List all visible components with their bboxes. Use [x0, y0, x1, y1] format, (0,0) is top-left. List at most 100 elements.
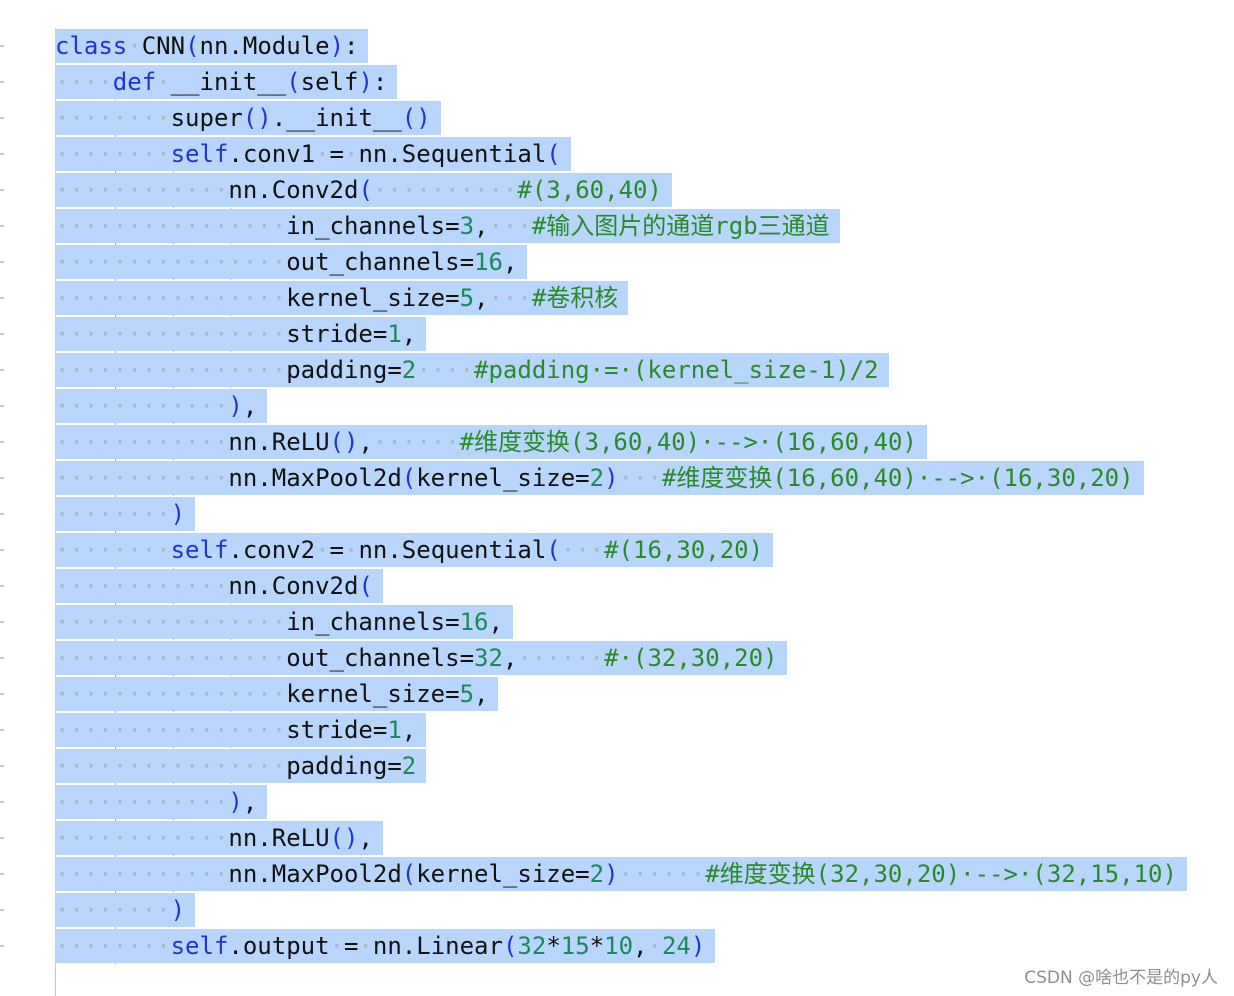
code-token: ) [690, 932, 706, 960]
selection-highlight: ········super().__init__() [55, 101, 441, 135]
code-token: , [401, 716, 417, 744]
indent-whitespace: ············ [55, 428, 229, 456]
selection-highlight: ········self.conv1·=·nn.Sequential( [55, 137, 571, 171]
code-token: ) [228, 392, 243, 420]
code-token: · [344, 140, 359, 168]
code-token: out_channels= [286, 248, 475, 276]
code-line[interactable]: ················stride=1, [55, 712, 427, 748]
indent-whitespace: ················ [55, 284, 287, 312]
code-line[interactable]: ················in_channels=3,···#输入图片的通… [55, 208, 840, 244]
code-line[interactable]: ················padding=2····#padding·=·… [55, 352, 889, 388]
indent-whitespace: ············ [55, 176, 229, 204]
code-token: ······ [618, 860, 706, 888]
code-line[interactable]: ················kernel_size=5, [55, 676, 499, 712]
selection-highlight: ············nn.MaxPool2d(kernel_size=2)·… [55, 857, 1187, 891]
code-line[interactable]: ················out_channels=16, [55, 244, 528, 280]
code-token: 2 [401, 752, 417, 780]
code-line[interactable]: ········self.conv2·=·nn.Sequential(···#(… [55, 532, 774, 568]
code-token: kernel_size= [286, 680, 460, 708]
selection-highlight: ················padding=2····#padding·=·… [55, 353, 889, 387]
code-line[interactable]: ················padding=2 [55, 748, 427, 784]
code-token: 24 [661, 932, 691, 960]
code-token: nn.MaxPool2d [228, 860, 402, 888]
code-token: stride= [286, 716, 388, 744]
code-token: * [546, 932, 561, 960]
code-token: ( [185, 32, 200, 60]
code-token: ) [170, 896, 186, 924]
code-line[interactable]: ········) [55, 892, 196, 928]
code-line[interactable]: ············nn.MaxPool2d(kernel_size=2)·… [55, 460, 1144, 496]
code-line[interactable]: ············), [55, 388, 268, 424]
selection-highlight: ········) [55, 497, 196, 531]
indent-whitespace: ········ [55, 932, 171, 960]
code-line[interactable]: ········self.output·=·nn.Linear(32*15*10… [55, 928, 716, 964]
code-line[interactable]: ············nn.Conv2d(··········#(3,60,4… [55, 172, 672, 208]
code-token: · [647, 932, 662, 960]
code-token: , [633, 932, 648, 960]
code-token: , [401, 320, 417, 348]
code-line[interactable]: ················in_channels=16, [55, 604, 513, 640]
gutter-tick [0, 81, 4, 83]
code-token: 15 [560, 932, 590, 960]
indent-whitespace: ················ [55, 356, 287, 384]
code-line[interactable]: ········self.conv1·=·nn.Sequential( [55, 136, 571, 172]
code-token: ) [329, 32, 345, 60]
code-token: 5 [459, 284, 475, 312]
code-line[interactable]: ········) [55, 496, 196, 532]
code-line[interactable]: ············nn.ReLU(),······#维度变换(3,60,4… [55, 424, 927, 460]
code-line[interactable]: ············), [55, 784, 268, 820]
gutter-tick [0, 945, 4, 947]
code-token: () [329, 428, 359, 456]
code-token: #维度变换(3,60,40)·-->·(16,60,40) [459, 428, 917, 456]
gutter-tick [0, 441, 4, 443]
code-token: #卷积核 [531, 284, 619, 312]
code-token: 5 [459, 680, 475, 708]
code-token: nn.ReLU [228, 428, 330, 456]
code-token: 2 [589, 464, 605, 492]
code-token: ( [502, 932, 518, 960]
code-line[interactable]: ········super().__init__() [55, 100, 441, 136]
code-token: ) [358, 68, 373, 96]
code-token: 2 [589, 860, 605, 888]
code-token: : [372, 68, 388, 96]
selection-highlight: ················stride=1, [55, 317, 427, 351]
gutter-tick [0, 585, 4, 587]
code-token: ) [170, 500, 186, 528]
code-token: nn.MaxPool2d [228, 464, 402, 492]
code-line[interactable]: ············nn.Conv2d( [55, 568, 383, 604]
code-token: 2 [401, 356, 417, 384]
code-line[interactable]: ····def·__init__(self): [55, 64, 398, 100]
indent-whitespace: ················ [55, 248, 287, 276]
code-token: ·········· [372, 176, 518, 204]
gutter-tick [0, 657, 4, 659]
code-line[interactable]: ················out_channels=32,······#·… [55, 640, 788, 676]
gutter-tick [0, 45, 4, 47]
selection-highlight: ················in_channels=3,···#输入图片的通… [55, 209, 840, 243]
selection-highlight: ················out_channels=16, [55, 245, 528, 279]
code-line[interactable]: ················stride=1, [55, 316, 427, 352]
code-token: kernel_size= [416, 860, 590, 888]
code-token: __init__ [170, 68, 287, 96]
code-line[interactable]: ············nn.ReLU(), [55, 820, 383, 856]
selection-highlight: ············nn.ReLU(), [55, 821, 383, 855]
code-token: out_channels= [286, 644, 475, 672]
code-line[interactable]: class·CNN(nn.Module): [55, 28, 369, 64]
code-token: , [358, 428, 373, 456]
code-token: ( [401, 464, 417, 492]
code-line[interactable]: ············nn.MaxPool2d(kernel_size=2)·… [55, 856, 1187, 892]
gutter-tick [0, 801, 4, 803]
indent-whitespace: ········ [55, 140, 171, 168]
code-token: #输入图片的通道rgb三通道 [531, 212, 830, 240]
indent-whitespace: ············ [55, 464, 229, 492]
code-token: = [344, 932, 359, 960]
indent-whitespace: ················ [55, 320, 287, 348]
code-token: · [329, 932, 344, 960]
code-token: · [127, 32, 142, 60]
gutter-tick [0, 621, 4, 623]
code-token: , [474, 212, 489, 240]
code-line[interactable]: ················kernel_size=5,···#卷积核 [55, 280, 629, 316]
selection-highlight: ················kernel_size=5, [55, 677, 499, 711]
selection-highlight: ············nn.MaxPool2d(kernel_size=2)·… [55, 461, 1144, 495]
indent-whitespace: ············ [55, 392, 229, 420]
